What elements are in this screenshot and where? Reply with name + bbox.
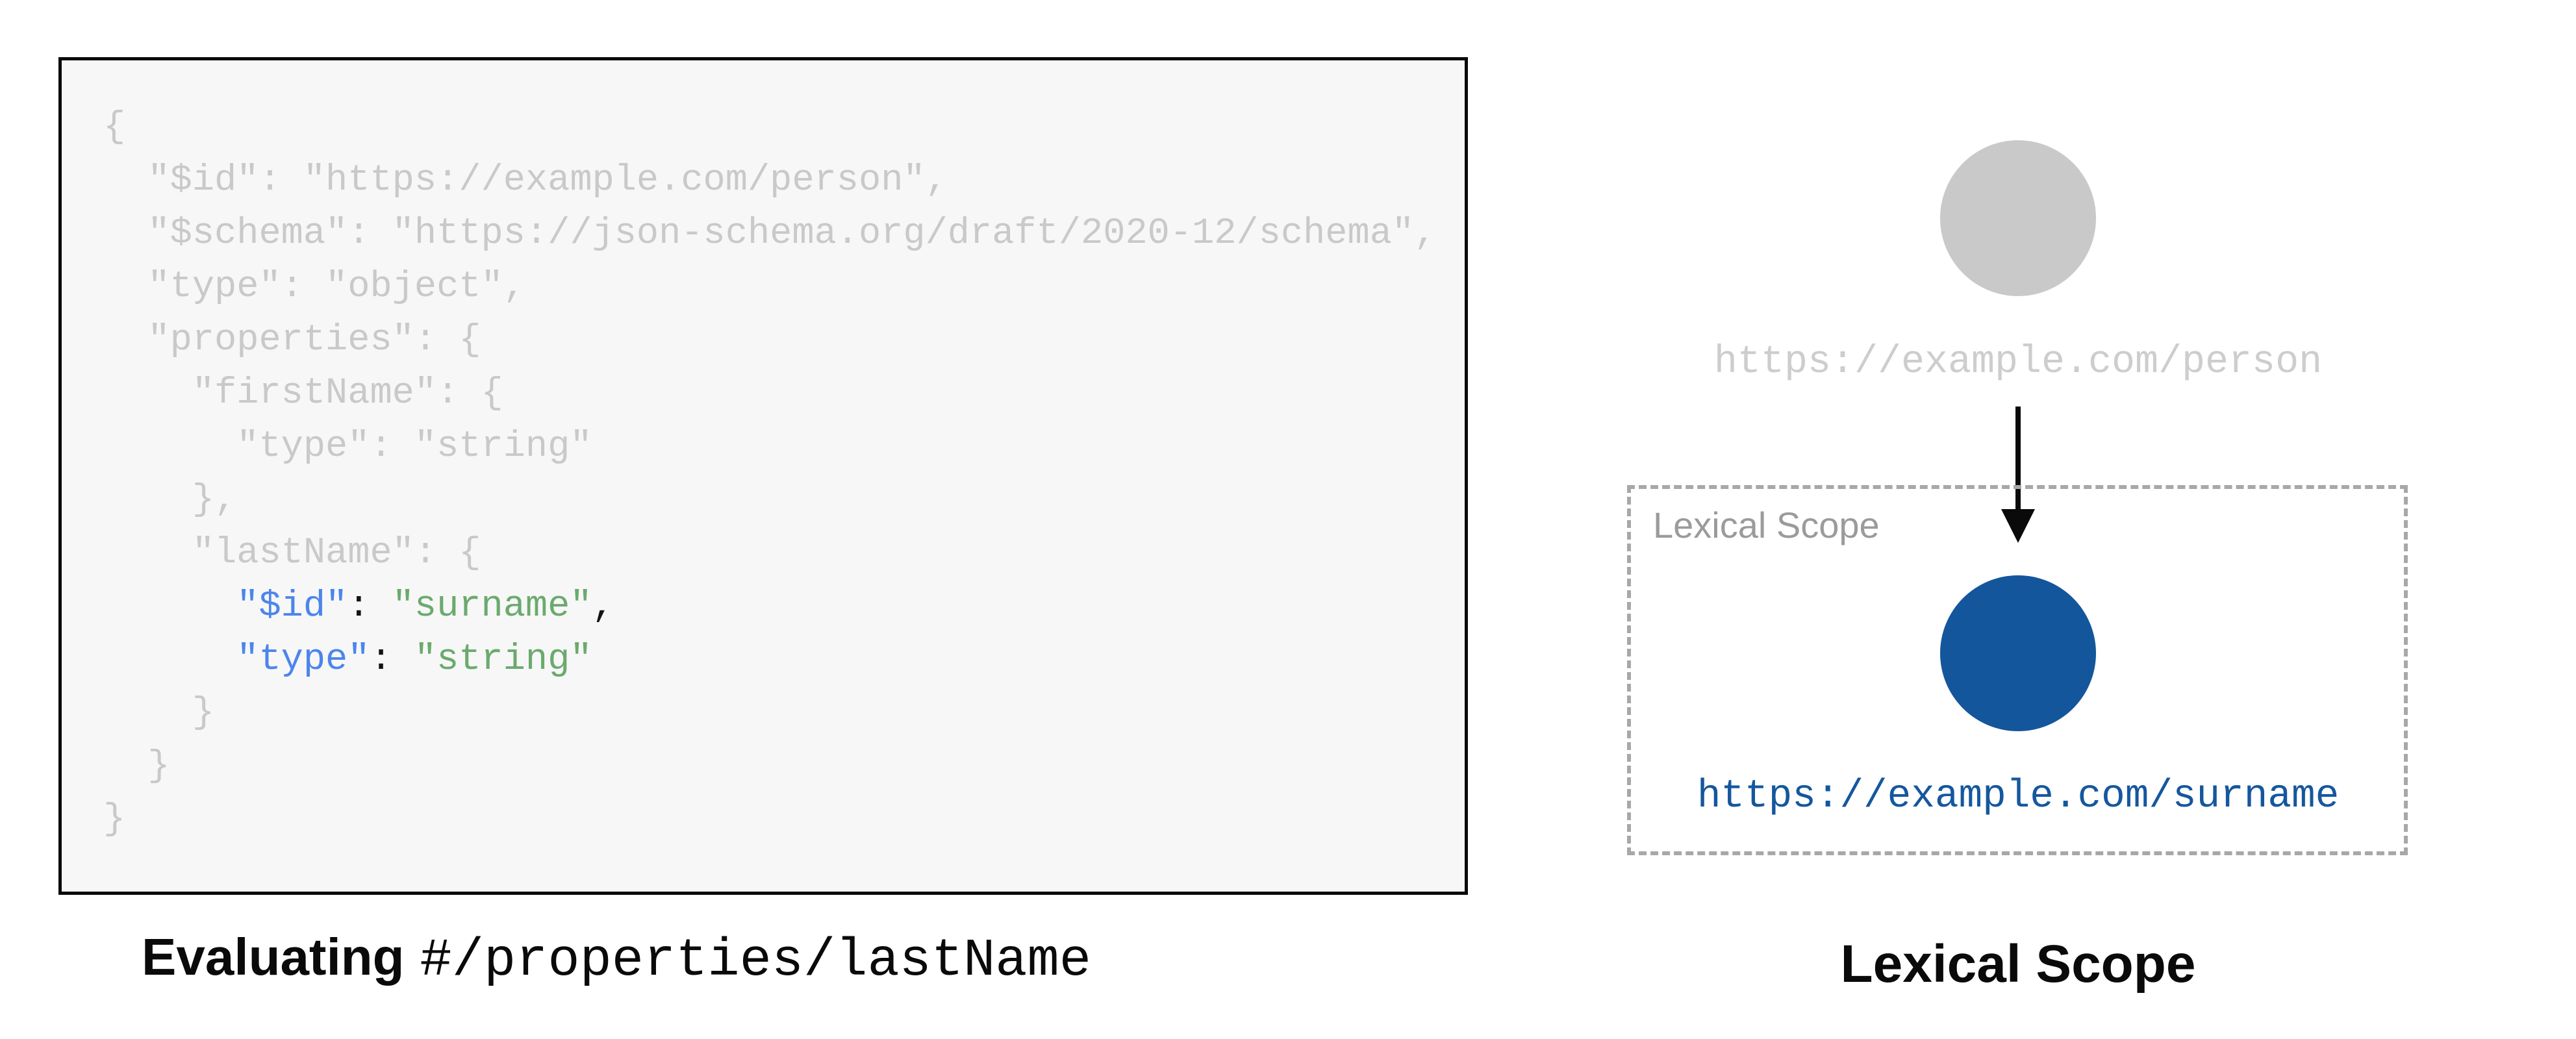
code-line: } (103, 745, 170, 787)
down-arrow-icon (2015, 407, 2021, 512)
code-line: "type": "object", (103, 266, 525, 308)
schema-code-panel: { "$id": "https://example.com/person", "… (58, 57, 1468, 895)
parent-schema-node (1940, 140, 2096, 296)
lexical-scope-box-label: Lexical Scope (1653, 505, 1880, 545)
code-line: } (103, 692, 215, 734)
code-line: "$id": "https://example.com/person", (103, 160, 948, 201)
evaluating-caption: Evaluating #/properties/lastName (142, 927, 1091, 991)
code-line: "firstName": { (103, 373, 503, 414)
code-line: "lastName": { (103, 532, 481, 574)
code-block: { "$id": "https://example.com/person", "… (103, 101, 1452, 846)
code-line: "type": "string" (236, 639, 592, 681)
evaluating-caption-pointer: #/properties/lastName (420, 931, 1091, 991)
code-line: "type": "string" (103, 426, 592, 468)
code-line: "$schema": "https://json-schema.org/draf… (103, 213, 1437, 255)
child-schema-node (1940, 575, 2096, 731)
lexical-scope-caption: Lexical Scope (1840, 934, 2196, 994)
lexical-scope-box (1627, 485, 2408, 855)
code-line: { (103, 106, 126, 148)
down-arrow-head-icon (2001, 509, 2035, 543)
code-line: "$id": "surname", (236, 586, 614, 627)
code-line: } (103, 799, 126, 840)
code-line: "properties": { (103, 319, 481, 361)
child-schema-uri: https://example.com/surname (1697, 774, 2340, 819)
code-line: }, (103, 479, 237, 521)
parent-schema-uri: https://example.com/person (1713, 340, 2323, 384)
evaluating-caption-word: Evaluating (142, 928, 405, 986)
